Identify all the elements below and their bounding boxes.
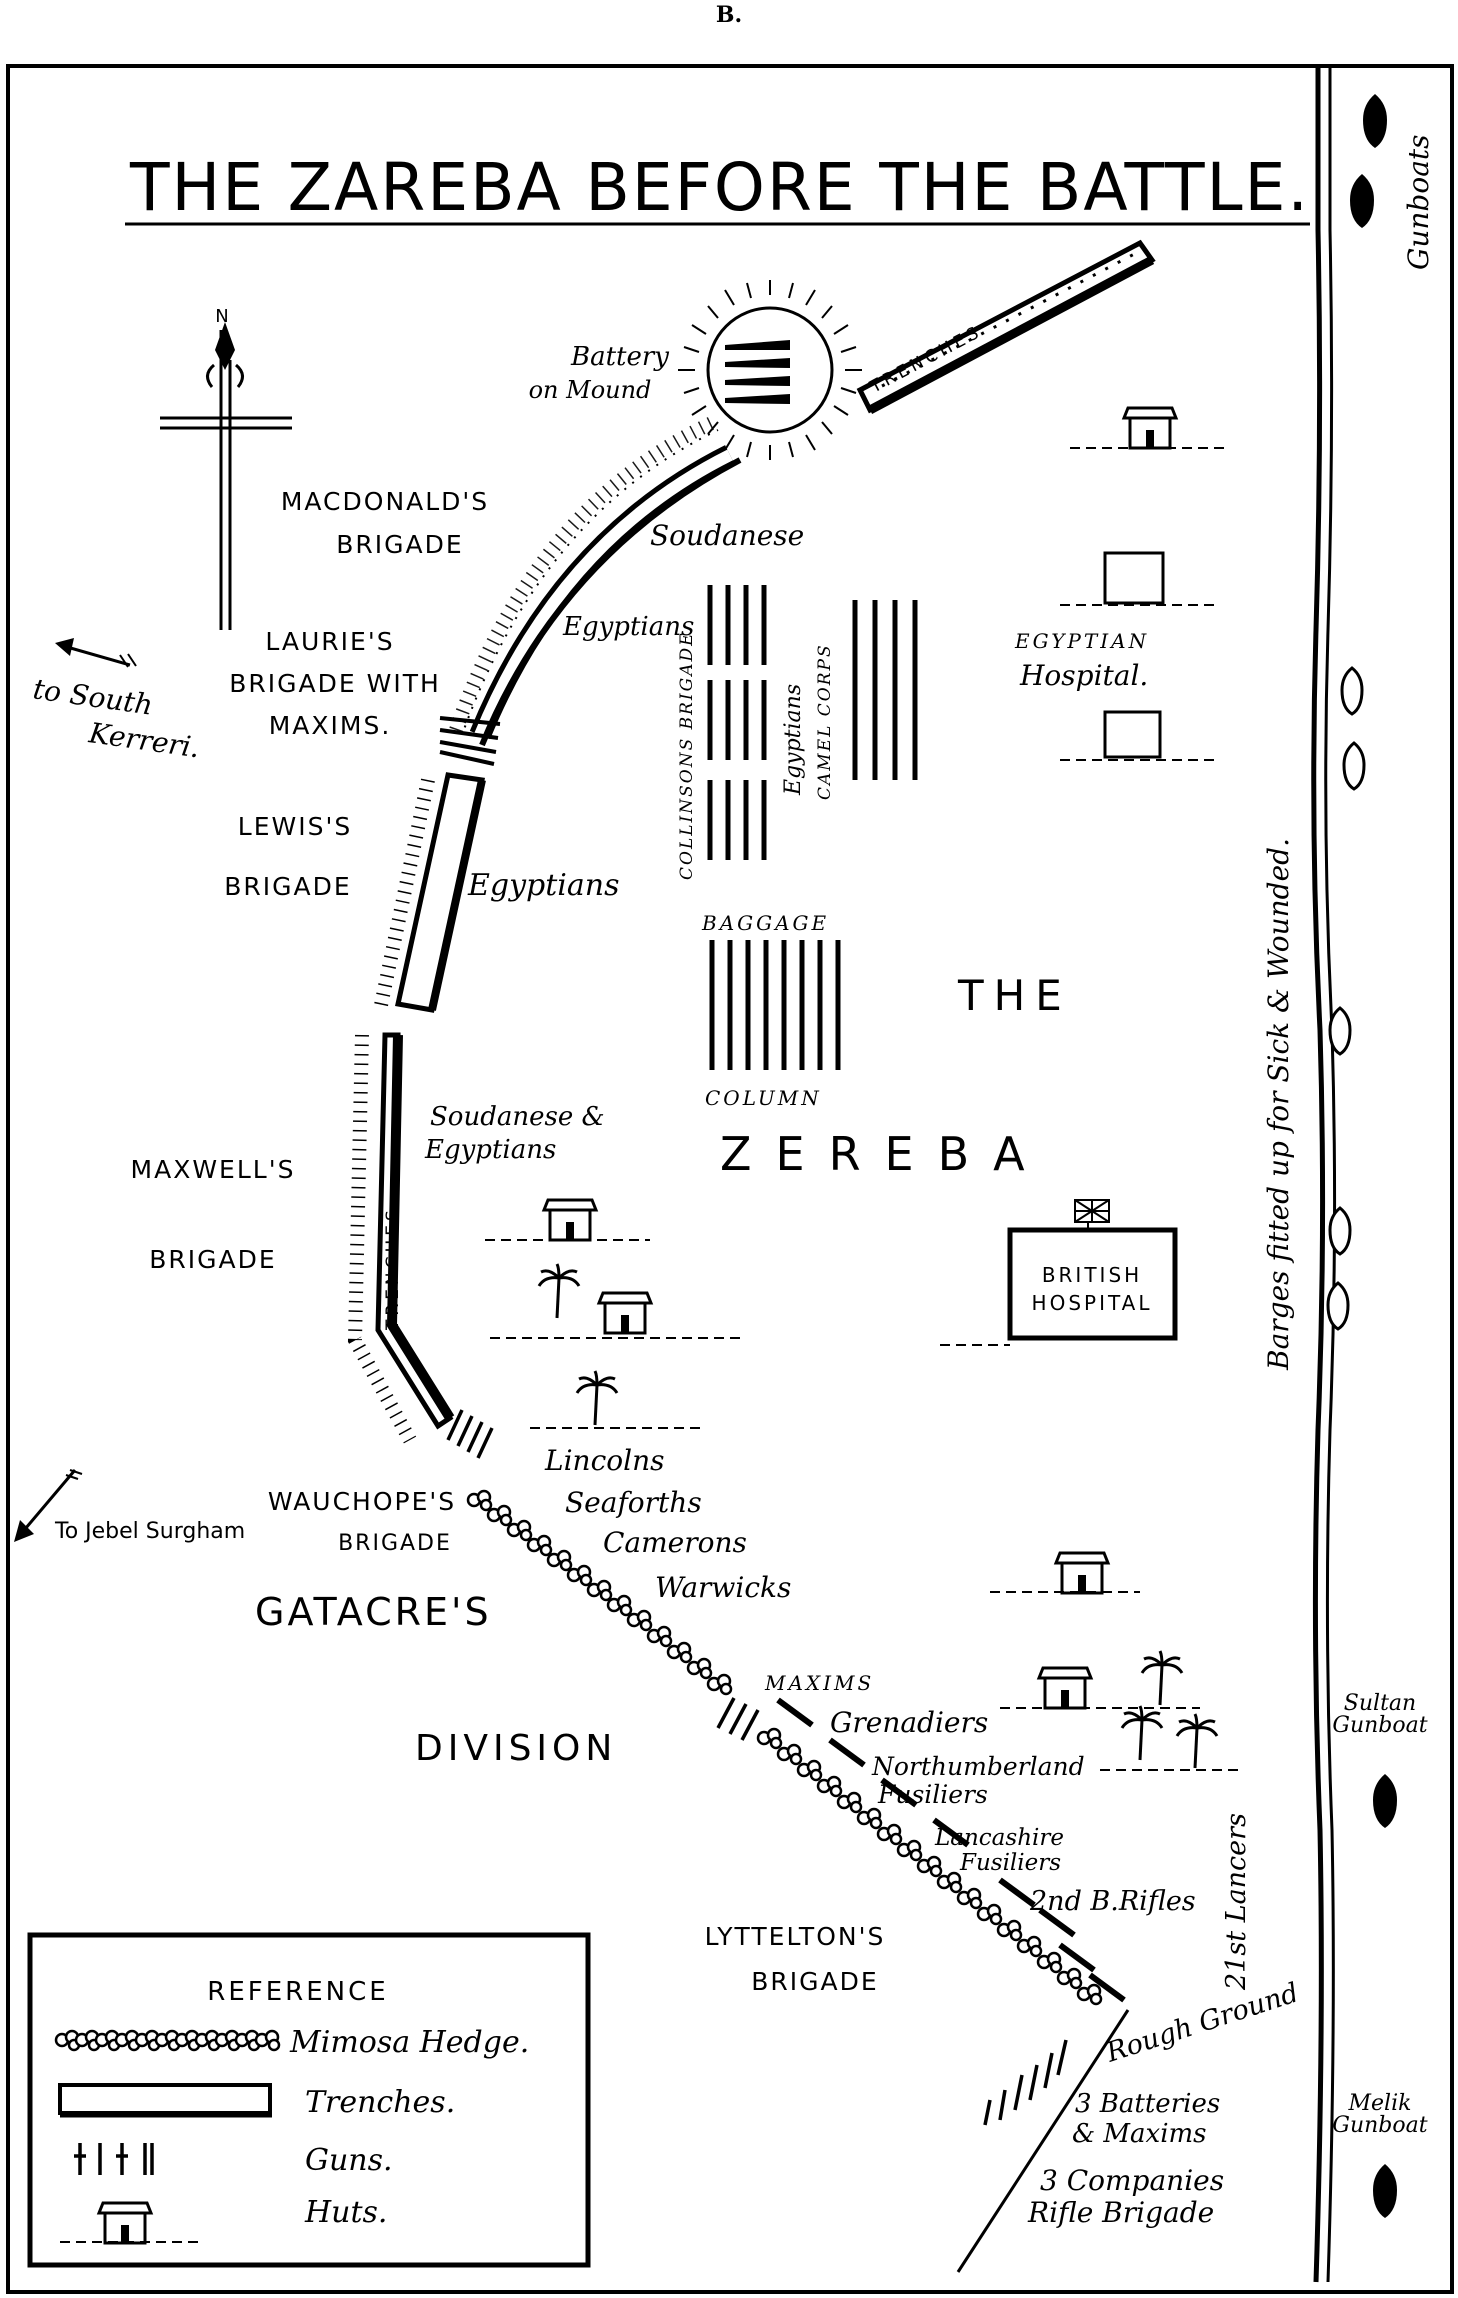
macdonald-label-1: MACDONALD'S bbox=[281, 487, 489, 516]
batteries-label-2: & Maxims bbox=[1072, 2119, 1207, 2149]
legend-item-label: Trenches. bbox=[305, 2085, 455, 2120]
legend-title: REFERENCE bbox=[207, 1977, 388, 2007]
british-hospital bbox=[940, 1199, 1178, 1346]
trench-top bbox=[856, 239, 1156, 414]
wauchope-label-1: WAUCHOPE'S bbox=[268, 1487, 456, 1516]
batteries-label-1: 3 Batteries bbox=[1075, 2089, 1220, 2119]
battery-label-1: Battery bbox=[570, 342, 669, 372]
rifles-label: 2nd B.Rifles bbox=[1029, 1886, 1196, 1917]
trench-maxwell bbox=[347, 1032, 455, 1444]
rough-ground-label: Rough Ground bbox=[1102, 1977, 1303, 2069]
guns-wauchope bbox=[446, 1409, 494, 1459]
the-label: THE bbox=[957, 971, 1072, 1020]
jebel-surgham-label: To Jebel Surgham bbox=[54, 1519, 245, 1544]
northumberland-label-1: Northumberland bbox=[871, 1752, 1085, 1781]
egyptians-label-1: Egyptians bbox=[562, 612, 694, 642]
division-label: DIVISION bbox=[415, 1728, 617, 1769]
gunboat-icon bbox=[1363, 94, 1387, 148]
collinsons-brigade-lines bbox=[707, 585, 767, 860]
huts bbox=[485, 406, 1240, 1771]
maxwell-label-1: MAXWELL'S bbox=[131, 1155, 296, 1184]
guns-batteries bbox=[983, 2039, 1068, 2126]
sultan-label-1: Sultan bbox=[1344, 1691, 1416, 1716]
egyptians-camel-label-1: Egyptians bbox=[781, 684, 806, 796]
lancers-label: 21st Lancers bbox=[1221, 1813, 1252, 1991]
wauchope-label-2: BRIGADE bbox=[338, 1531, 452, 1556]
map-title: THE ZAREBA BEFORE THE BATTLE. bbox=[129, 149, 1310, 226]
hut-icon bbox=[60, 2201, 200, 2245]
egyptians-camel-label-2: CAMEL CORPS bbox=[815, 643, 835, 800]
lewis-label-2: BRIGADE bbox=[224, 872, 351, 901]
lancashire-label-2: Fusiliers bbox=[959, 1850, 1061, 1876]
south-kerreri-label-2: Kerreri. bbox=[86, 716, 202, 764]
lauries-label-3: MAXIMS. bbox=[269, 711, 392, 740]
british-hospital-label-2: HOSPITAL bbox=[1032, 1291, 1153, 1315]
plate-letter: B. bbox=[716, 2, 742, 28]
dashed-line-brigade bbox=[776, 1697, 1126, 2003]
seaforths-label: Seaforths bbox=[565, 1486, 702, 1519]
nile-river bbox=[1311, 66, 1337, 2283]
companies-label-1: 3 Companies bbox=[1040, 2164, 1224, 2197]
camerons-label: Camerons bbox=[603, 1526, 747, 1559]
lyttelton-label-2: BRIGADE bbox=[751, 1967, 878, 1996]
trench-macdonald bbox=[449, 415, 742, 747]
lewis-label-1: LEWIS'S bbox=[238, 812, 352, 841]
legend-item-label: Mimosa Hedge. bbox=[289, 2025, 529, 2060]
guns-icon bbox=[74, 2143, 154, 2175]
lauries-label-2: BRIGADE WITH bbox=[229, 669, 441, 698]
british-hospital-label-1: BRITISH bbox=[1042, 1263, 1142, 1287]
guns-laurie bbox=[439, 716, 501, 766]
battery-label-2: on Mound bbox=[529, 376, 652, 404]
lancashire-label-1: Lancashire bbox=[934, 1825, 1064, 1851]
map-frame bbox=[6, 64, 1454, 2294]
guns-maxims bbox=[716, 1697, 760, 1741]
south-kerreri-label-1: to South bbox=[31, 672, 155, 721]
lauries-label-1: LAURIE'S bbox=[265, 627, 394, 656]
trench-lewis bbox=[373, 772, 486, 1013]
battery-mound bbox=[678, 280, 862, 460]
sultan-label-2: Gunboat bbox=[1332, 1713, 1427, 1738]
sultan-gunboat-icon bbox=[1373, 1774, 1397, 1828]
legend-item-label: Huts. bbox=[304, 2195, 387, 2230]
rough-ground-line bbox=[956, 2009, 1130, 2273]
egyptian-hospital-label-1: EGYPTIAN bbox=[1014, 629, 1149, 653]
maxwell-label-2: BRIGADE bbox=[149, 1245, 276, 1274]
arrow-south-kerreri bbox=[55, 638, 137, 668]
barges bbox=[1326, 666, 1366, 1331]
gunboats-label: Gunboats bbox=[1402, 134, 1435, 270]
soudanese-label: Soudanese bbox=[650, 519, 804, 552]
melik-label-2: Gunboat bbox=[1332, 2113, 1427, 2138]
northumberland-label-2: Fusiliers bbox=[877, 1780, 988, 1809]
companies-label-2: Rifle Brigade bbox=[1027, 2196, 1214, 2229]
arrow-jebel-surgham bbox=[14, 1469, 83, 1542]
north-label: N bbox=[215, 306, 228, 327]
egyptians-label-2: Egyptians bbox=[467, 868, 620, 903]
column-label: COLUMN bbox=[705, 1086, 822, 1110]
egyptian-hospital-label-2: Hospital. bbox=[1019, 659, 1148, 692]
maxims-label: MAXIMS bbox=[764, 1671, 874, 1695]
baggage-label: BAGGAGE bbox=[701, 911, 829, 935]
lyttelton-label-1: LYTTELTON'S bbox=[705, 1922, 886, 1951]
melik-gunboat-icon bbox=[1373, 2164, 1397, 2218]
trenches-left-label: TRENCHES bbox=[383, 1206, 403, 1331]
warwicks-label: Warwicks bbox=[655, 1571, 791, 1604]
gatacre-label: GATACRE'S bbox=[255, 1590, 492, 1634]
trench-icon bbox=[58, 2083, 272, 2115]
collinsons-label: COLLINSONS BRIGADE bbox=[677, 631, 697, 880]
legend-box: REFERENCE Mimosa Hedge. Trenches. Guns. … bbox=[27, 1932, 591, 2268]
zereba-label: ZEREBA bbox=[720, 1127, 1049, 1181]
barges-label: Barges fitted up for Sick & Wounded. bbox=[1262, 838, 1295, 1371]
camel-corps-lines bbox=[852, 600, 918, 780]
grenadiers-label: Grenadiers bbox=[830, 1706, 988, 1739]
soudanese-egyptians-label-2: Egyptians bbox=[424, 1135, 556, 1165]
gunboat-icon bbox=[1350, 174, 1374, 228]
compass-icon: N bbox=[160, 306, 292, 630]
legend-item-label: Guns. bbox=[305, 2143, 393, 2178]
baggage-column-lines bbox=[709, 940, 841, 1070]
soudanese-egyptians-label-1: Soudanese & bbox=[430, 1102, 605, 1132]
lincolns-label: Lincolns bbox=[544, 1444, 664, 1477]
macdonald-label-2: BRIGADE bbox=[336, 530, 463, 559]
melik-label-1: Melik bbox=[1348, 2091, 1412, 2116]
